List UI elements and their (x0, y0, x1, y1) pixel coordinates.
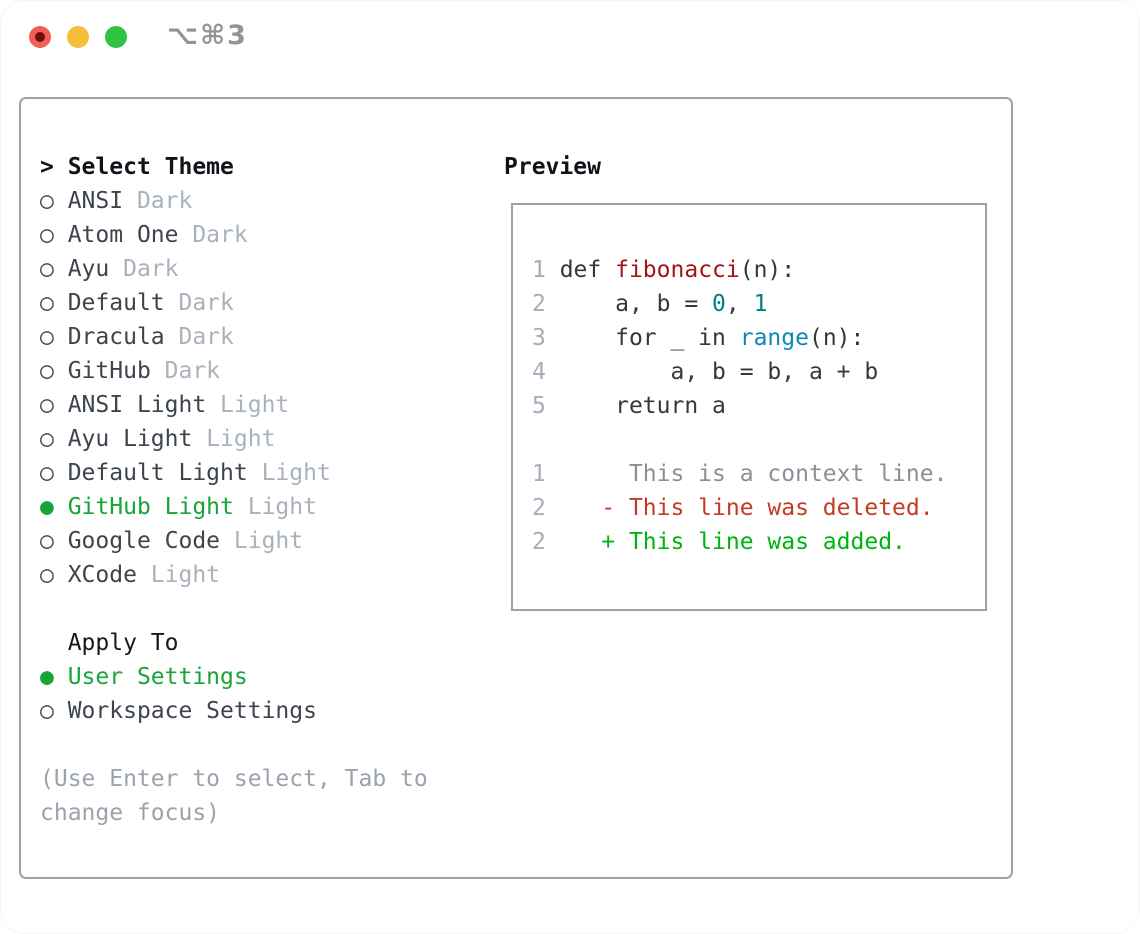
minimize-button[interactable] (67, 26, 89, 48)
spacer (40, 728, 428, 762)
theme-option-ansi-dark[interactable]: ○ ANSI Dark (40, 188, 193, 214)
diff-context-line: 1 This is a context line. (532, 461, 948, 487)
code-line-1: 1 def fibonacci(n): (532, 257, 796, 283)
apply-option-workspace-settings[interactable]: ○ Workspace Settings (40, 698, 317, 724)
apply-option-user-settings[interactable]: ● User Settings (40, 664, 248, 690)
theme-option-xcode-light[interactable]: ○ XCode Light (40, 562, 221, 588)
radio-unselected-icon: ○ (40, 222, 68, 248)
theme-picker-panel: > Select Theme ○ ANSI Dark ○ Atom One Dark… (19, 97, 1013, 879)
radio-unselected-icon: ○ (40, 460, 68, 486)
close-button[interactable] (29, 26, 51, 48)
code-line-3: 3 for _ in range(n): (532, 325, 865, 351)
radio-unselected-icon: ○ (40, 324, 68, 350)
radio-unselected-icon: ○ (40, 358, 68, 384)
code-line-4: 4 a, b = b, a + b (532, 359, 879, 385)
titlebar: ⌥⌘3 (0, 0, 1140, 74)
diff-added-line: 2 + This line was added. (532, 529, 906, 555)
code-line-5: 5 return a (532, 393, 726, 419)
help-text-line-2: change focus) (40, 800, 221, 826)
radio-unselected-icon: ○ (40, 562, 68, 588)
theme-option-ayu-dark[interactable]: ○ Ayu Dark (40, 256, 179, 282)
theme-option-default-dark[interactable]: ○ Default Dark (40, 290, 234, 316)
radio-unselected-icon: ○ (40, 256, 68, 282)
theme-option-dracula-dark[interactable]: ○ Dracula Dark (40, 324, 234, 350)
radio-unselected-icon: ○ (40, 392, 68, 418)
preview-title: Preview (504, 154, 601, 180)
preview-code: 1 def fibonacci(n): 2 a, b = 0, 1 3 for _ … (532, 253, 947, 559)
theme-option-ayu-light[interactable]: ○ Ayu Light Light (40, 426, 276, 452)
radio-selected-icon: ● (40, 494, 68, 520)
theme-option-github-dark[interactable]: ○ GitHub Dark (40, 358, 221, 384)
radio-unselected-icon: ○ (40, 528, 68, 554)
radio-selected-icon: ● (40, 664, 68, 690)
help-text-line-1: (Use Enter to select, Tab to (40, 766, 428, 792)
theme-option-ansi-light[interactable]: ○ ANSI Light Light (40, 392, 290, 418)
zoom-button[interactable] (105, 26, 127, 48)
code-line-2: 2 a, b = 0, 1 (532, 291, 768, 317)
radio-unselected-icon: ○ (40, 188, 68, 214)
theme-menu: > Select Theme ○ ANSI Dark ○ Atom One Dark… (40, 150, 428, 830)
preview-box: 1 def fibonacci(n): 2 a, b = 0, 1 3 for _ … (511, 203, 987, 611)
prompt-arrow-icon: > (40, 154, 68, 180)
theme-option-github-light[interactable]: ● GitHub Light Light (40, 494, 317, 520)
radio-unselected-icon: ○ (40, 426, 68, 452)
diff-deleted-line: 2 - This line was deleted. (532, 495, 934, 521)
theme-option-google-code-light[interactable]: ○ Google Code Light (40, 528, 304, 554)
menu-header-select-theme: > Select Theme (40, 154, 234, 180)
theme-option-atom-one-dark[interactable]: ○ Atom One Dark (40, 222, 248, 248)
spacer (532, 423, 947, 457)
radio-unselected-icon: ○ (40, 698, 68, 724)
close-dot-icon (35, 32, 45, 42)
window-title: ⌥⌘3 (167, 20, 248, 51)
theme-option-default-light[interactable]: ○ Default Light Light (40, 460, 331, 486)
radio-unselected-icon: ○ (40, 290, 68, 316)
menu-header-apply-to: Apply To (40, 630, 179, 656)
spacer (40, 592, 428, 626)
